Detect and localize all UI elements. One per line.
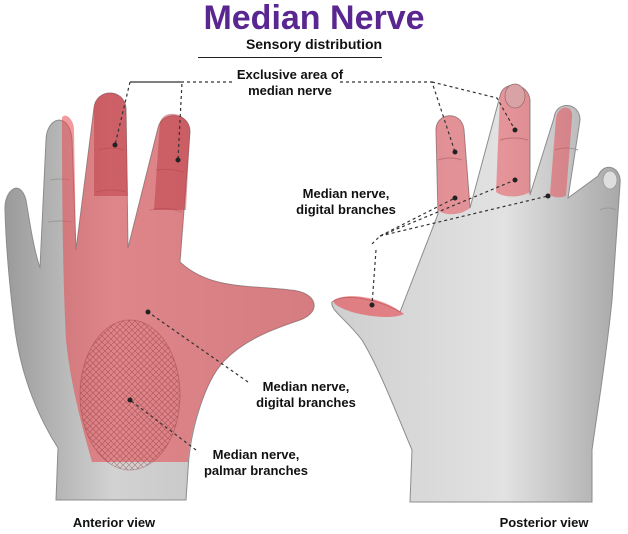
palmar-branch-region xyxy=(79,319,181,471)
label-digital-posterior-line1: Median nerve, xyxy=(302,186,390,201)
posterior-hand xyxy=(331,83,621,503)
little-fingernail xyxy=(602,170,618,190)
label-posterior-view: Posterior view xyxy=(499,515,589,530)
label-anterior-view: Anterior view xyxy=(72,515,156,530)
leader-dots xyxy=(112,127,551,403)
anterior-hand xyxy=(4,92,315,501)
page-subtitle: Sensory distribution xyxy=(245,36,383,52)
anterior-exclusive-index xyxy=(94,93,128,196)
subtitle-underline xyxy=(198,57,382,58)
label-digital-branches-posterior: Median nerve, digital branches xyxy=(276,186,416,218)
label-exclusive-line1: Exclusive area of xyxy=(236,67,344,82)
posterior-index-area xyxy=(436,115,470,215)
label-palmar-line1: Median nerve, xyxy=(212,447,300,462)
posterior-thumb-area xyxy=(333,296,404,318)
label-digital-posterior-line2: digital branches xyxy=(296,202,396,217)
label-digital-branches-anterior: Median nerve, digital branches xyxy=(236,379,376,411)
label-palmar-branches: Median nerve, palmar branches xyxy=(186,447,326,479)
posterior-middle-area xyxy=(496,85,530,197)
label-exclusive-line2: median nerve xyxy=(248,83,332,98)
posterior-ring-area xyxy=(550,107,573,198)
label-exclusive-area: Exclusive area of median nerve xyxy=(220,67,360,99)
label-digital-anterior-line1: Median nerve, xyxy=(262,379,350,394)
label-digital-anterior-line2: digital branches xyxy=(256,395,356,410)
middle-fingernail xyxy=(504,83,526,109)
leader-lines xyxy=(114,81,549,451)
label-palmar-line2: palmar branches xyxy=(203,463,309,478)
posterior-hand-silhouette xyxy=(331,84,621,503)
anterior-exclusive-middle xyxy=(154,113,190,210)
page-title: Median Nerve xyxy=(203,0,425,37)
